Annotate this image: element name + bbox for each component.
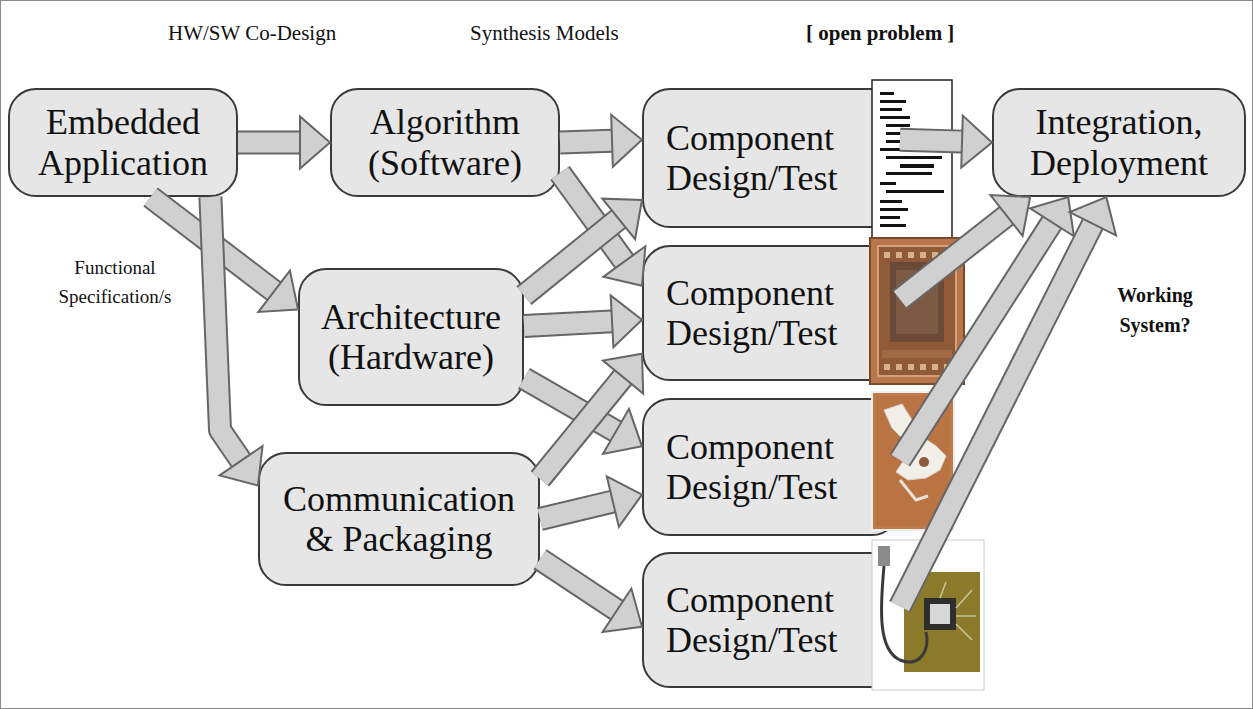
- annotation-text: HW/SW Co-Design: [168, 18, 368, 50]
- process-box: Architecture (Hardware): [298, 268, 524, 406]
- arrow-head: [300, 117, 330, 169]
- code-listing-picture: [872, 80, 952, 238]
- arrow-shaft: [238, 133, 300, 153]
- arrow-shaft: [560, 141, 612, 143]
- block-arrow: [238, 117, 330, 169]
- arrow-head: [603, 246, 645, 286]
- arrow-outline: [524, 219, 619, 296]
- arrow-outline: [540, 377, 623, 479]
- arrow-outline: [210, 197, 241, 461]
- box-label: Component Design/Test: [666, 273, 882, 354]
- process-box: Integration, Deployment: [992, 88, 1246, 197]
- arrow-outline: [560, 141, 612, 143]
- arrow-outline: [238, 131, 300, 155]
- arrow-shaft: [900, 216, 1007, 300]
- box-label: Component Design/Test: [666, 118, 882, 199]
- arrow-head: [607, 476, 642, 527]
- arrow-shaft: [540, 559, 617, 610]
- arrow-outline: [540, 559, 617, 610]
- arrow-head: [611, 115, 642, 167]
- box-label: Architecture (Hardware): [316, 297, 506, 378]
- block-arrow: [540, 354, 643, 479]
- process-box: Component Design/Test: [642, 245, 900, 381]
- arrow-outline: [900, 224, 1093, 607]
- box-label: Embedded Application: [26, 102, 220, 183]
- arrow-head: [611, 295, 642, 347]
- arrow-head: [258, 271, 298, 312]
- block-arrow: [900, 116, 992, 168]
- block-arrow: [524, 199, 642, 296]
- arrow-shaft: [900, 140, 962, 142]
- arrow-shaft: [900, 224, 1093, 607]
- arrow-head: [990, 195, 1030, 236]
- annotation-text: Functional Specification/s: [45, 254, 185, 311]
- process-box: Algorithm (Software): [330, 88, 560, 197]
- annotation: [ open problem ]: [806, 18, 1006, 50]
- arrow-shaft: [524, 219, 619, 296]
- block-arrow: [524, 295, 642, 347]
- annotation: Working System?: [1100, 280, 1210, 340]
- annotation: Functional Specification/s: [45, 254, 185, 311]
- annotation-text: Working System?: [1100, 280, 1210, 340]
- process-box: Embedded Application: [8, 88, 238, 197]
- arrow-head: [220, 446, 263, 485]
- arrow-head: [1030, 197, 1074, 236]
- process-box: Component Design/Test: [642, 398, 900, 536]
- arrow-head: [961, 116, 992, 168]
- arrow-outline: [900, 140, 962, 142]
- arrow-shaft: [540, 502, 613, 519]
- box-label: Integration, Deployment: [1010, 102, 1228, 183]
- arrow-shaft: [524, 321, 612, 326]
- box-label: Component Design/Test: [666, 427, 882, 508]
- arrow-head: [603, 589, 642, 632]
- arrow-outline: [524, 321, 612, 326]
- block-arrow: [560, 115, 642, 167]
- block-arrow: [900, 197, 1116, 606]
- annotation: HW/SW Co-Design: [168, 18, 368, 50]
- arrow-outline: [540, 502, 613, 519]
- block-arrow: [540, 476, 642, 527]
- annotation: Synthesis Models: [470, 18, 670, 50]
- arrow-shaft: [210, 197, 241, 461]
- arrow-outline: [900, 216, 1007, 300]
- arrow-head: [603, 409, 642, 454]
- arrow-head: [1070, 197, 1116, 235]
- annotation-text: Synthesis Models: [470, 18, 670, 50]
- process-box: Component Design/Test: [642, 552, 900, 688]
- box-label: Component Design/Test: [666, 580, 882, 661]
- arrow-head: [603, 354, 643, 394]
- arrow-head: [602, 199, 642, 239]
- process-box: Component Design/Test: [642, 88, 900, 228]
- annotation-text: [ open problem ]: [806, 18, 1006, 50]
- arrow-shaft: [540, 377, 623, 479]
- block-arrow: [210, 197, 262, 486]
- box-label: Communication & Packaging: [276, 479, 522, 560]
- process-box: Communication & Packaging: [258, 452, 540, 586]
- box-label: Algorithm (Software): [348, 102, 542, 183]
- block-arrow: [540, 559, 642, 632]
